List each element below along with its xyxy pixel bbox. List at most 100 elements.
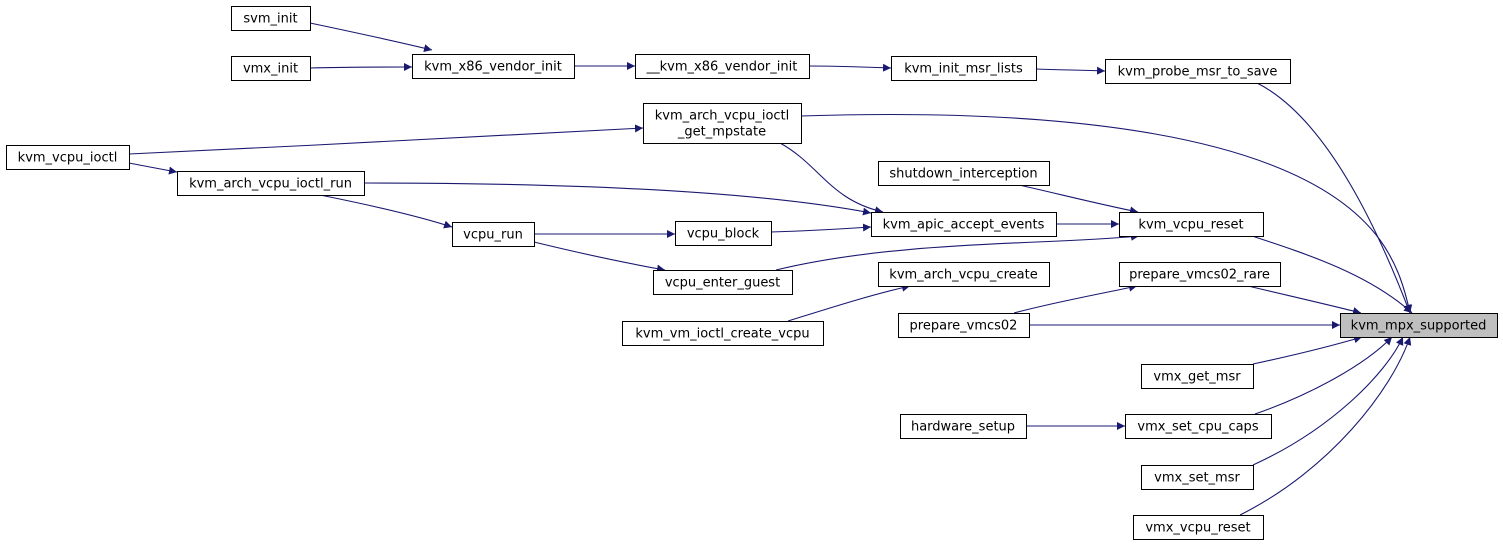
node-vcpu_enter_guest[interactable]: vcpu_enter_guest bbox=[653, 270, 793, 295]
edge-vcpu_block-to-kvm_apic_accept_events bbox=[770, 223, 872, 233]
node-box bbox=[878, 161, 1050, 186]
node-label: vmx_init bbox=[243, 62, 298, 77]
node-label: kvm_apic_accept_events bbox=[883, 218, 1045, 233]
node-vmx_set_cpu_caps[interactable]: vmx_set_cpu_caps bbox=[1125, 414, 1272, 439]
node-box bbox=[643, 103, 802, 144]
edge-vmx_set_msr-to-kvm_mpx_supported bbox=[1252, 336, 1404, 466]
node-label: vcpu_run bbox=[463, 228, 523, 243]
node-box bbox=[622, 321, 824, 346]
node-box bbox=[1119, 212, 1264, 237]
edge-kvm_probe_msr_to_save-to-kvm_mpx_supported bbox=[1256, 82, 1411, 314]
node-svm_init[interactable]: svm_init bbox=[231, 6, 311, 31]
edge-vmx_set_cpu_caps-to-kvm_mpx_supported bbox=[1254, 336, 1393, 415]
nodes-layer: svm_init vmx_init kvm_x86_vendor_init __kvm… bbox=[6, 6, 1498, 540]
node-label: kvm_vcpu_reset bbox=[1138, 218, 1243, 233]
node-box bbox=[878, 262, 1050, 287]
node-box bbox=[1340, 313, 1498, 338]
edge-prepare_vmcs02-to-prepare_vmcs02_rare bbox=[1013, 283, 1138, 314]
edge-vmx_vcpu_reset-to-kvm_mpx_supported bbox=[1239, 336, 1412, 516]
node-label: __kvm_x86_vendor_init bbox=[646, 60, 798, 75]
node-vmx_vcpu_reset[interactable]: vmx_vcpu_reset bbox=[1133, 515, 1264, 540]
node-label: vmx_set_msr bbox=[1154, 471, 1240, 486]
edge-kvm_vcpu_reset-to-kvm_mpx_supported bbox=[1251, 235, 1413, 314]
node-kvm_arch_vcpu_ioctl_run[interactable]: kvm_arch_vcpu_ioctl_run bbox=[177, 171, 365, 196]
node-kvm_arch_vcpu_create[interactable]: kvm_arch_vcpu_create bbox=[878, 262, 1050, 287]
node-label: kvm_arch_vcpu_create bbox=[889, 268, 1037, 283]
node-label: vcpu_enter_guest bbox=[665, 276, 780, 291]
node-box bbox=[177, 171, 365, 196]
edge-kvm_arch_vcpu_ioctl_get_mpstate-to-kvm_apic_accept_events bbox=[779, 142, 884, 215]
node-label: prepare_vmcs02 bbox=[910, 319, 1018, 334]
node-kvm_vm_ioctl_create_vcpu[interactable]: kvm_vm_ioctl_create_vcpu bbox=[622, 321, 824, 346]
node-box bbox=[412, 54, 575, 79]
node-label: kvm_arch_vcpu_ioctl bbox=[655, 109, 790, 124]
node-label: kvm_probe_msr_to_save bbox=[1118, 65, 1278, 80]
edge-shutdown_interception-to-kvm_vcpu_reset bbox=[1018, 184, 1139, 215]
node-prepare_vmcs02_rare[interactable]: prepare_vmcs02_rare bbox=[1119, 262, 1281, 287]
node-label: kvm_vcpu_ioctl bbox=[18, 151, 118, 166]
edge-svm_init-to-kvm_x86_vendor_init bbox=[309, 22, 433, 52]
node-box bbox=[452, 222, 535, 247]
node-box bbox=[675, 221, 772, 246]
node-label: kvm_x86_vendor_init bbox=[424, 60, 562, 75]
edge-kvm_vm_ioctl_create_vcpu-to-kvm_arch_vcpu_create bbox=[787, 283, 911, 322]
node-label: kvm_vm_ioctl_create_vcpu bbox=[635, 327, 809, 342]
node-label: hardware_setup bbox=[911, 420, 1015, 435]
node-box bbox=[1133, 515, 1264, 540]
node-label: vmx_vcpu_reset bbox=[1145, 521, 1250, 536]
node-shutdown_interception[interactable]: shutdown_interception bbox=[878, 161, 1050, 186]
node-vmx_set_msr[interactable]: vmx_set_msr bbox=[1141, 465, 1254, 490]
edge-kvm_arch_vcpu_ioctl_get_mpstate-to-kvm_mpx_supported bbox=[800, 113, 1413, 314]
node-box bbox=[871, 212, 1057, 237]
node-kvm_mpx_supported[interactable]: kvm_mpx_supported bbox=[1340, 313, 1498, 338]
node-kvm_vcpu_ioctl[interactable]: kvm_vcpu_ioctl bbox=[6, 145, 130, 170]
node-label: prepare_vmcs02_rare bbox=[1129, 268, 1270, 283]
node-box bbox=[635, 54, 810, 79]
edge-vmx_init-to-kvm_x86_vendor_init bbox=[309, 63, 413, 72]
node-box bbox=[6, 145, 130, 170]
node-vcpu_block[interactable]: vcpu_block bbox=[675, 221, 772, 246]
node-label: kvm_arch_vcpu_ioctl_run bbox=[189, 177, 352, 192]
edge-vmx_get_msr-to-kvm_mpx_supported bbox=[1252, 335, 1363, 365]
node-box bbox=[900, 414, 1027, 439]
edge-kvm_arch_vcpu_ioctl_run-to-vcpu_run bbox=[319, 194, 453, 229]
node-hardware_setup[interactable]: hardware_setup bbox=[900, 414, 1027, 439]
node-box bbox=[231, 6, 311, 31]
node-vmx_get_msr[interactable]: vmx_get_msr bbox=[1141, 364, 1254, 389]
node-kvm_vcpu_reset[interactable]: kvm_vcpu_reset bbox=[1119, 212, 1264, 237]
node-kvm_arch_vcpu_ioctl_get_mpstate[interactable]: kvm_arch_vcpu_ioctl_get_mpstate bbox=[643, 103, 802, 144]
edge-vcpu_enter_guest-to-kvm_vcpu_reset bbox=[775, 232, 1140, 271]
node-box bbox=[1105, 59, 1291, 84]
node-box bbox=[1141, 364, 1254, 389]
node-kvm_init_msr_lists[interactable]: kvm_init_msr_lists bbox=[891, 56, 1037, 81]
node-label: svm_init bbox=[243, 12, 297, 27]
node-box bbox=[898, 313, 1030, 338]
edge-kvm_vcpu_ioctl-to-kvm_arch_vcpu_ioctl_get_mpstate bbox=[128, 124, 644, 155]
edge-prepare_vmcs02_rare-to-kvm_mpx_supported bbox=[1247, 285, 1362, 315]
node-label: _get_mpstate bbox=[677, 125, 766, 140]
node-box bbox=[891, 56, 1037, 81]
node-vcpu_run[interactable]: vcpu_run bbox=[452, 222, 535, 247]
edge-kvm_vcpu_ioctl-to-kvm_arch_vcpu_ioctl_run bbox=[128, 162, 178, 175]
node-label: kvm_mpx_supported bbox=[1351, 319, 1487, 334]
node-label: vmx_set_cpu_caps bbox=[1137, 420, 1258, 435]
edge-kvm_arch_vcpu_ioctl_run-to-kvm_apic_accept_events bbox=[363, 182, 872, 216]
edge-kvm_init_msr_lists-to-kvm_probe_msr_to_save bbox=[1035, 66, 1106, 75]
node-vmx_init[interactable]: vmx_init bbox=[231, 56, 311, 81]
edge-vcpu_run-to-vcpu_enter_guest bbox=[533, 241, 666, 273]
node-kvm_apic_accept_events[interactable]: kvm_apic_accept_events bbox=[871, 212, 1057, 237]
node-label: kvm_init_msr_lists bbox=[904, 62, 1023, 77]
node-label: vmx_get_msr bbox=[1153, 370, 1241, 385]
edges-layer bbox=[128, 22, 1413, 516]
node-box bbox=[1119, 262, 1281, 287]
edge-__kvm_x86_vendor_init-to-kvm_init_msr_lists bbox=[808, 63, 892, 72]
node-kvm_probe_msr_to_save[interactable]: kvm_probe_msr_to_save bbox=[1105, 59, 1291, 84]
node-kvm_x86_vendor_init[interactable]: kvm_x86_vendor_init bbox=[412, 54, 575, 79]
node-label: shutdown_interception bbox=[889, 167, 1037, 182]
node-prepare_vmcs02[interactable]: prepare_vmcs02 bbox=[898, 313, 1030, 338]
node-box bbox=[1141, 465, 1254, 490]
node-__kvm_x86_vendor_init[interactable]: __kvm_x86_vendor_init bbox=[635, 54, 810, 79]
node-box bbox=[231, 56, 311, 81]
node-box bbox=[1125, 414, 1272, 439]
